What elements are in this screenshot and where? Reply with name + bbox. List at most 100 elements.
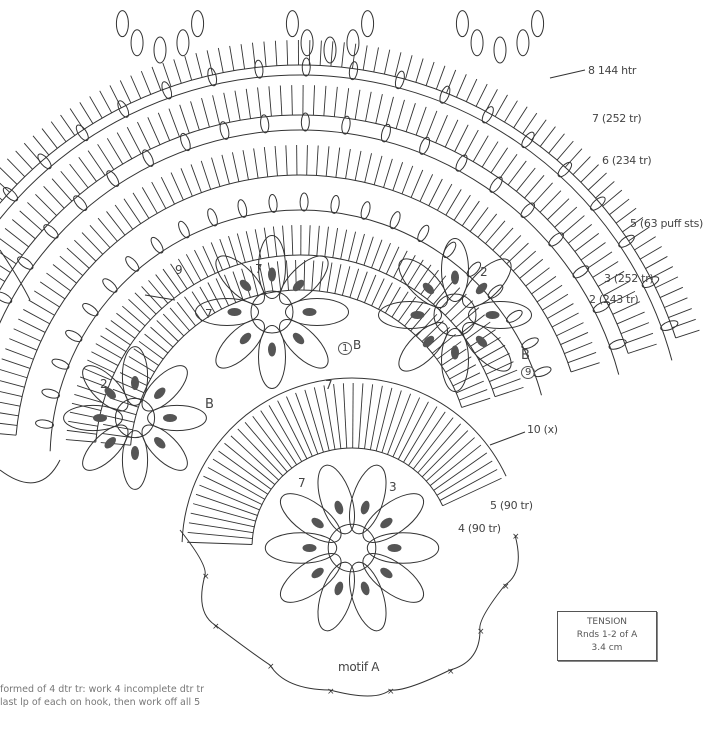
flower-petal (279, 553, 342, 603)
treble-stitch (384, 286, 401, 314)
treble-stitch (425, 110, 438, 139)
treble-stitch (104, 415, 135, 423)
flower-petal (366, 532, 440, 564)
treble-stitch (105, 327, 131, 346)
treble-stitch (405, 103, 416, 132)
puff-stitch (227, 308, 242, 316)
treble-stitch (242, 150, 249, 180)
treble-stitch (156, 320, 179, 342)
puff-stitch (292, 279, 305, 292)
treble-stitch (436, 341, 462, 360)
puff-stitch (422, 282, 435, 295)
treble-stitch (169, 307, 190, 332)
treble-stitch (150, 326, 174, 348)
treble-stitch (485, 220, 506, 244)
treble-stitch (308, 225, 311, 256)
treble-stitch (323, 85, 327, 116)
treble-stitch (417, 423, 462, 474)
treble-stitch (426, 275, 447, 300)
treble-stitch (345, 148, 351, 179)
puff-stitch (475, 335, 488, 348)
treble-stitch (212, 95, 221, 125)
motif-b-label-center: B (353, 338, 361, 352)
puff-stitch (43, 224, 59, 239)
treble-stitch (9, 338, 38, 351)
treble-stitch (303, 260, 306, 291)
treble-stitch (394, 52, 402, 77)
treble-stitch (188, 522, 254, 534)
treble-stitch (456, 380, 484, 394)
treble-stitch (547, 198, 570, 220)
treble-stitch (124, 364, 151, 380)
treble-stitch (556, 140, 574, 161)
treble-stitch (547, 303, 574, 319)
puff-stitch (608, 339, 627, 350)
treble-stitch (458, 389, 488, 401)
single-crochet-mark: × (447, 667, 455, 677)
treble-stitch (137, 121, 151, 150)
treble-stitch (99, 90, 113, 114)
treble-stitch (35, 193, 57, 216)
treble-stitch (244, 422, 288, 473)
petal (470, 29, 484, 57)
puff-stitch (360, 581, 370, 596)
round-7-label-b: 7 (205, 307, 213, 321)
treble-stitch (425, 61, 435, 86)
treble-stitch (454, 124, 469, 152)
treble-stitch (628, 226, 650, 242)
treble-stitch (439, 469, 498, 501)
treble-stitch (0, 401, 21, 407)
flower-petal (348, 561, 387, 632)
treble-stitch (437, 183, 453, 211)
puff-stitch (239, 279, 252, 292)
treble-stitch (190, 101, 200, 131)
puff-stitch (451, 345, 459, 360)
single-crochet-mark: × (502, 582, 510, 592)
puff-stitch (65, 329, 83, 343)
treble-stitch (650, 266, 674, 279)
row-10-label: 10 (x) (527, 423, 558, 436)
treble-stitch (122, 305, 146, 327)
treble-stitch (412, 417, 454, 470)
treble-stitch (335, 147, 341, 178)
treble-stitch (492, 378, 521, 390)
treble-stitch (429, 444, 482, 486)
puff-stitch (533, 366, 552, 378)
flower-petal (362, 493, 425, 543)
treble-stitch (65, 439, 96, 443)
treble-stitch (87, 150, 106, 176)
puff-stitch (0, 291, 13, 304)
pointer-line (489, 431, 526, 446)
puff-stitch (102, 278, 118, 293)
puff-stitch (618, 234, 635, 248)
chain-arc (181, 377, 507, 543)
treble-stitch (132, 192, 150, 219)
treble-stitch (539, 126, 556, 147)
puff-stitch (302, 544, 317, 552)
puff-stitch (341, 115, 351, 135)
treble-stitch (295, 392, 319, 455)
puff-stitch (142, 149, 154, 167)
treble-stitch (348, 231, 357, 261)
treble-stitch (659, 286, 684, 298)
flower-petal (63, 404, 123, 432)
treble-stitch (128, 356, 155, 373)
treble-stitch (116, 312, 141, 333)
petal (361, 10, 375, 38)
treble-stitch (60, 114, 76, 136)
puff-stitch (487, 284, 504, 299)
flower-petal (215, 255, 265, 305)
treble-stitch (78, 156, 97, 182)
round-7-label-c: 7 (298, 476, 306, 490)
treble-stitch (43, 186, 65, 209)
flower-petal (362, 553, 425, 603)
treble-stitch (27, 202, 50, 224)
treble-stitch (11, 219, 36, 240)
treble-stitch (272, 226, 278, 257)
treble-stitch (326, 262, 333, 293)
puff-stitch (131, 446, 139, 460)
puff-stitch (17, 256, 34, 270)
petal (176, 29, 190, 57)
treble-stitch (620, 322, 650, 335)
treble-stitch (356, 271, 368, 301)
